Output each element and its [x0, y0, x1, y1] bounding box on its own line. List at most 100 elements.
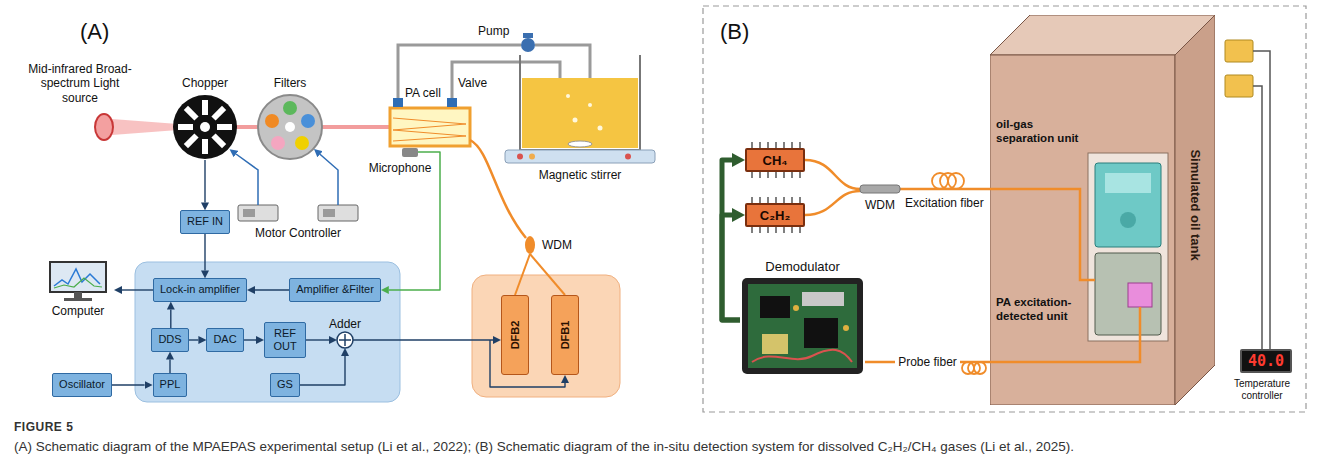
heaters [1225, 40, 1270, 349]
chopper-wheel [202, 139, 208, 154]
board-case [742, 278, 863, 374]
pa-unit [1128, 283, 1152, 307]
oil-tank: Simulated oil tank [990, 15, 1215, 405]
chopper-wheel [186, 108, 197, 119]
part-label: Chopper [182, 76, 228, 90]
laser-module: C₂H₂ [745, 203, 805, 227]
heaters [1253, 51, 1270, 349]
pump [523, 33, 533, 38]
signal-wire [205, 152, 565, 387]
optical-fiber [470, 140, 535, 254]
filter-wheel [283, 101, 297, 115]
heaters [1225, 40, 1253, 62]
control-arrow [722, 215, 740, 320]
pa-cell [447, 98, 457, 107]
dfb-laser: DFB1 [551, 295, 579, 375]
signal-wire [353, 339, 493, 340]
filter-wheel [295, 136, 309, 150]
separation-unit [1120, 212, 1136, 228]
panel-letter: (B) [720, 20, 749, 44]
temperature-display: 40.0 [1240, 349, 1292, 373]
node-text: Oscillator [59, 378, 105, 390]
part-label: Pump [478, 24, 509, 38]
node-text: C₂H₂ [760, 208, 790, 223]
signal-arrow [189, 339, 199, 340]
part-label: Motor Controller [255, 226, 341, 240]
microphone [402, 148, 418, 157]
adder-symbol [337, 332, 353, 348]
dac-box: DAC [206, 328, 243, 351]
pa-cell [390, 98, 470, 146]
dds-box: DDS [151, 328, 188, 351]
figure-caption: (A) Schematic diagram of the MPAEPAS exp… [14, 438, 1306, 456]
lockin-box: Lock-in amplifier [153, 278, 247, 301]
chopper-wheel [173, 95, 237, 159]
wdm-coupler [860, 185, 900, 193]
stirrer-plate [517, 154, 523, 160]
part-label: Temperature controller [1214, 378, 1310, 402]
filter-wheel [301, 114, 315, 128]
excitation-fiber [805, 160, 990, 215]
beaker [520, 55, 640, 150]
part-label: PA cell [405, 86, 441, 100]
node-text: DFB2 [509, 321, 521, 350]
light-source [95, 114, 178, 140]
part-label: Microphone [369, 161, 432, 175]
pa-cell [390, 108, 470, 146]
part-label: Filters [274, 76, 307, 90]
signal-wire [204, 160, 205, 202]
signal-arrow [170, 310, 171, 329]
monitor-screen [50, 262, 106, 292]
board-part [762, 334, 788, 354]
filter-wheel [271, 136, 285, 150]
node-text: PPL [160, 378, 181, 390]
chopper-wheel [178, 124, 193, 130]
panel-frame [703, 6, 1306, 412]
pa-unit [1095, 253, 1161, 335]
chopper-wheel [202, 100, 208, 115]
board-connector [802, 292, 844, 306]
figure-title: FIGURE 5 [14, 420, 73, 434]
chopper-wheel [214, 108, 225, 119]
probe-fiber-coil [974, 362, 986, 374]
part-label: Magnetic stirrer [539, 168, 622, 182]
chopper-wheel [178, 100, 232, 154]
part-label: Valve [458, 76, 487, 90]
part-label: WDM [542, 238, 572, 252]
signal-arrow [204, 234, 205, 271]
filter-wheel [258, 95, 322, 159]
node-text: DFB1 [559, 321, 571, 350]
board-picture [742, 278, 863, 374]
light-source [95, 114, 113, 140]
board-chip [760, 296, 790, 318]
excitation-fiber [948, 173, 964, 189]
chopper-wheel [200, 122, 210, 132]
filter-wheel [285, 122, 295, 132]
pa-cell [393, 98, 403, 107]
beaker [520, 55, 640, 150]
monitor-stand [74, 292, 82, 298]
chopper-wheel [217, 124, 232, 130]
motor-controller [243, 209, 255, 217]
node-text: Amplifier &Filter [296, 283, 374, 295]
motor-controller [320, 154, 338, 205]
computer-monitor: Computer [42, 260, 114, 318]
demodulator-board: Demodulator [740, 258, 865, 376]
beaker [566, 94, 570, 98]
board-part [793, 305, 799, 311]
microphone [402, 148, 418, 157]
node-text: Simulated oil tank [1188, 149, 1203, 260]
panel-letter: (A) [80, 20, 109, 44]
board-part [843, 325, 849, 331]
node-text: DDS [158, 333, 181, 345]
stirrer-plate [505, 150, 655, 163]
node-text: CH₄ [763, 153, 788, 168]
optical-fiber [470, 140, 526, 238]
laser-fiber [515, 254, 530, 295]
tank-front [990, 55, 1175, 405]
motor-controller [236, 154, 258, 205]
unit-label: PA excitation-detected unit [996, 296, 1088, 324]
separation-unit [1095, 163, 1161, 247]
excitation-fiber [805, 191, 860, 215]
chopper-wheel [173, 95, 237, 159]
